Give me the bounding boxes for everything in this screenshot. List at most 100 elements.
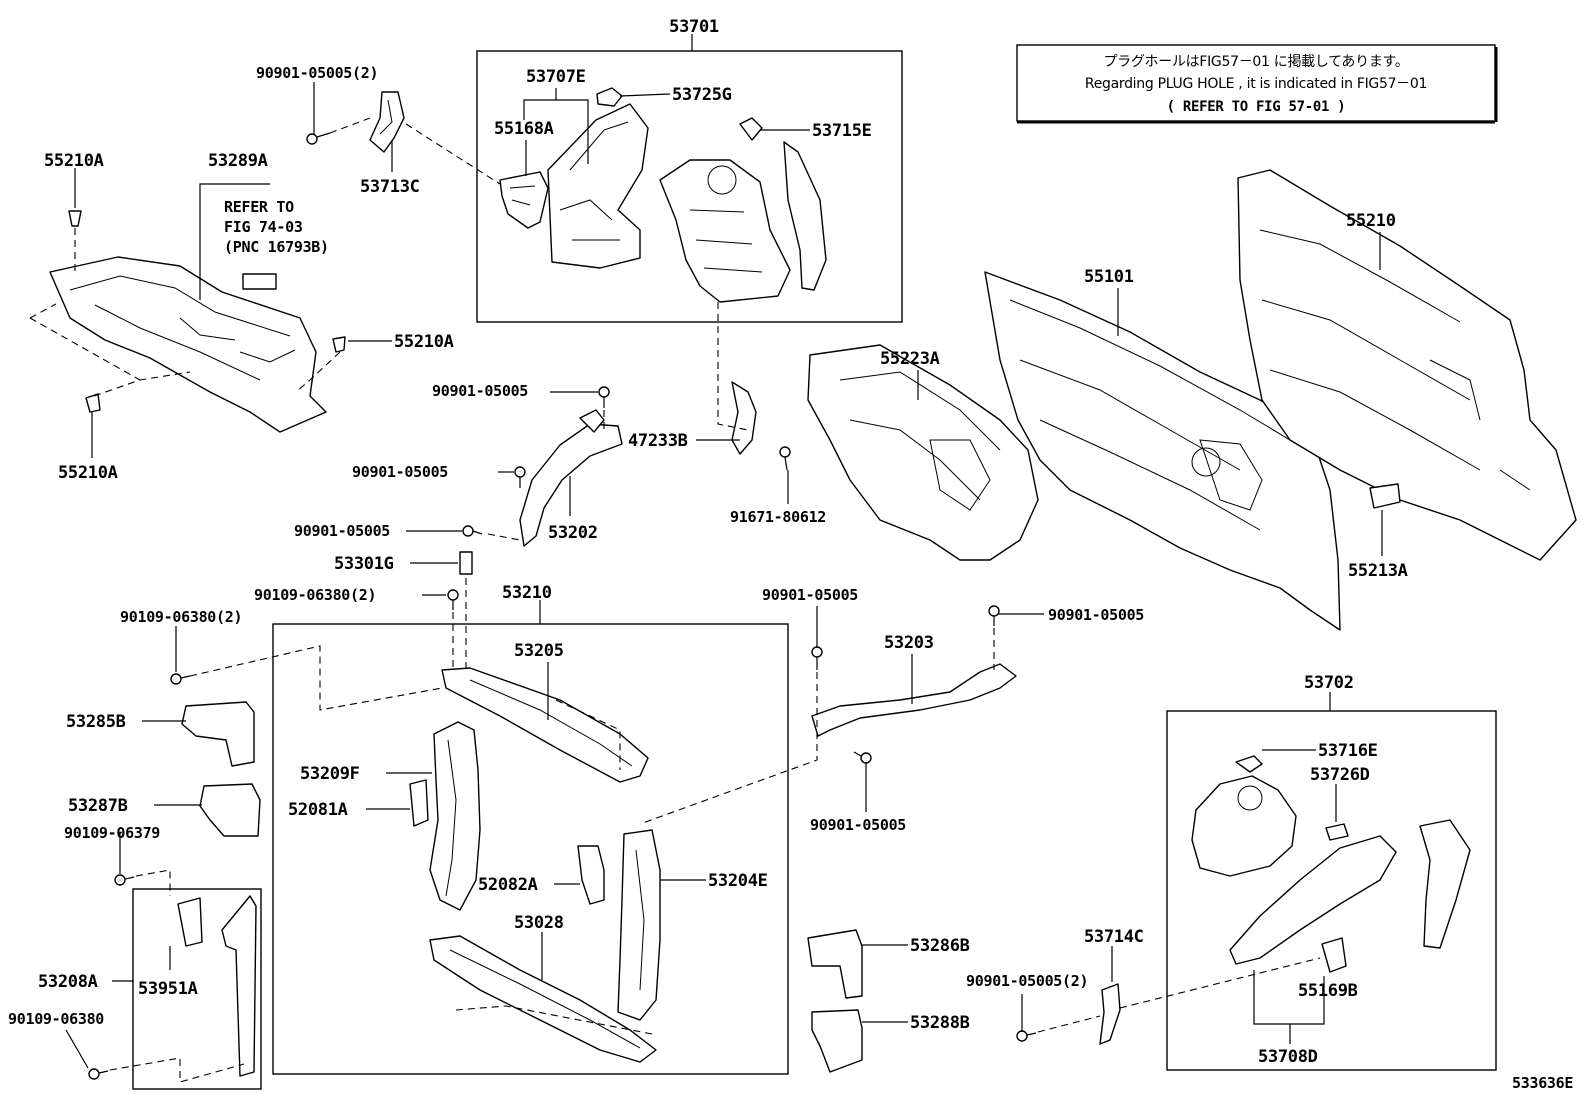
label-53726D: 53726D: [1310, 765, 1370, 785]
fasteners: [68, 132, 1037, 1080]
part-labels: 53701 53707E 53725G 55168A 53715E 90901-…: [8, 17, 1574, 1092]
group-box-53208A: [132, 888, 262, 1090]
reference-line3: (PNC 16793B): [224, 238, 329, 256]
label-53707E: 53707E: [526, 67, 586, 87]
bolt-icon: [447, 589, 459, 610]
part-53205: [441, 667, 649, 783]
label-47233B: 47233B: [628, 431, 688, 451]
label-53208A: 53208A: [38, 972, 98, 992]
label-90901-05005-2-bot: 90901-05005(2): [966, 972, 1088, 990]
part-53028: [429, 935, 657, 1063]
label-53713C: 53713C: [360, 177, 420, 197]
bolt-icon: [306, 132, 331, 145]
label-52082A: 52082A: [478, 875, 538, 895]
part-53203: [811, 663, 1017, 737]
note-english: Regarding PLUG HOLE , it is indicated in…: [1085, 76, 1427, 92]
label-53708D: 53708D: [1258, 1047, 1318, 1067]
part-52081A: [409, 779, 429, 827]
label-90109-06380-2-b: 90109-06380(2): [120, 608, 242, 626]
part-53715E: [739, 117, 763, 141]
plug-hole-note: プラグホールはFIG57－01 に掲載してあります。 Regarding PLU…: [1016, 44, 1498, 124]
label-90901-05005-e: 90901-05005: [1048, 606, 1144, 624]
bolt-icon: [170, 673, 191, 685]
label-55210: 55210: [1346, 211, 1396, 231]
part-53701-inner: [659, 159, 791, 303]
label-53204E: 53204E: [708, 871, 768, 891]
part-47233B: [731, 381, 757, 455]
label-55168A: 55168A: [494, 119, 554, 139]
bolt-icon: [514, 466, 526, 488]
clip-icon: [85, 393, 101, 413]
reference-line1: REFER TO: [224, 198, 294, 216]
label-53702: 53702: [1304, 673, 1354, 693]
label-53725G: 53725G: [672, 85, 732, 105]
part-53208A: [221, 895, 257, 1077]
part-53288B: [811, 1009, 863, 1073]
part-55210: [1237, 169, 1577, 561]
clip-icon: [68, 210, 82, 227]
diagram-id: 533636E: [1512, 1074, 1573, 1092]
label-91671-80612: 91671-80612: [730, 508, 826, 526]
label-53289A: 53289A: [208, 151, 268, 171]
label-53203: 53203: [884, 633, 934, 653]
label-55210A-bot: 55210A: [58, 463, 118, 483]
part-53707E-apron: [547, 103, 649, 269]
label-53951A: 53951A: [138, 979, 198, 999]
part-52082A: [577, 845, 605, 905]
part-55213A: [1369, 483, 1401, 509]
label-53716E: 53716E: [1318, 741, 1378, 761]
label-55213A: 55213A: [1348, 561, 1408, 581]
part-53204E: [617, 829, 661, 1021]
group-box-53210: [272, 623, 789, 1075]
label-90901-05005-b: 90901-05005: [352, 463, 448, 481]
label-53205: 53205: [514, 641, 564, 661]
part-53702-inner: [1191, 775, 1297, 877]
label-55101: 55101: [1084, 267, 1134, 287]
bolt-icon: [88, 1068, 109, 1080]
label-53286B: 53286B: [910, 936, 970, 956]
note-refer: ( REFER TO FIG 57-01 ): [1167, 99, 1346, 115]
label-53301G: 53301G: [334, 554, 394, 574]
bolt-icon: [988, 605, 1000, 626]
label-90901-05005-a: 90901-05005: [432, 382, 528, 400]
guide-lines: [29, 117, 1321, 1083]
bolt-icon: [811, 646, 823, 670]
label-53701: 53701: [669, 17, 719, 37]
part-53289A-insulator: [49, 256, 327, 433]
part-53713C: [369, 91, 405, 153]
part-53726D: [1325, 823, 1349, 841]
label-55169B: 55169B: [1298, 981, 1358, 1001]
label-55210A-top: 55210A: [44, 151, 104, 171]
label-53209F: 53209F: [300, 764, 360, 784]
label-53715E: 53715E: [812, 121, 872, 141]
part-53725G: [596, 87, 623, 107]
label-53287B: 53287B: [68, 796, 128, 816]
reference-line2: FIG 74-03: [224, 218, 303, 236]
leader-lines: [65, 34, 1383, 1069]
label-90109-06380-2-a: 90109-06380(2): [254, 586, 376, 604]
label-53202: 53202: [548, 523, 598, 543]
bolt-icon: [114, 874, 135, 886]
note-japanese: プラグホールはFIG57－01 に掲載してあります。: [1103, 54, 1408, 70]
group-box-53701: [476, 50, 903, 323]
clip-icon: [332, 336, 346, 353]
part-53286B: [807, 929, 863, 999]
bolt-icon: [1016, 1030, 1037, 1042]
part-53716E: [1235, 755, 1263, 773]
part-55223A: [807, 344, 1039, 561]
group-box-53702: [1166, 710, 1497, 1071]
bolt-icon: [779, 446, 791, 471]
part-55168A: [499, 171, 549, 229]
label-90901-05005-2-top: 90901-05005(2): [256, 64, 378, 82]
part-53202: [519, 409, 623, 547]
part-53714C: [1099, 983, 1121, 1045]
label-53714C: 53714C: [1084, 927, 1144, 947]
label-90109-06380: 90109-06380: [8, 1010, 104, 1028]
bolt-icon: [853, 751, 872, 764]
part-53708D: [1229, 835, 1397, 965]
part-53708D-rail: [1419, 819, 1471, 949]
label-53285B: 53285B: [66, 712, 126, 732]
part-53951A: [177, 897, 203, 947]
part-53209F: [429, 721, 481, 911]
